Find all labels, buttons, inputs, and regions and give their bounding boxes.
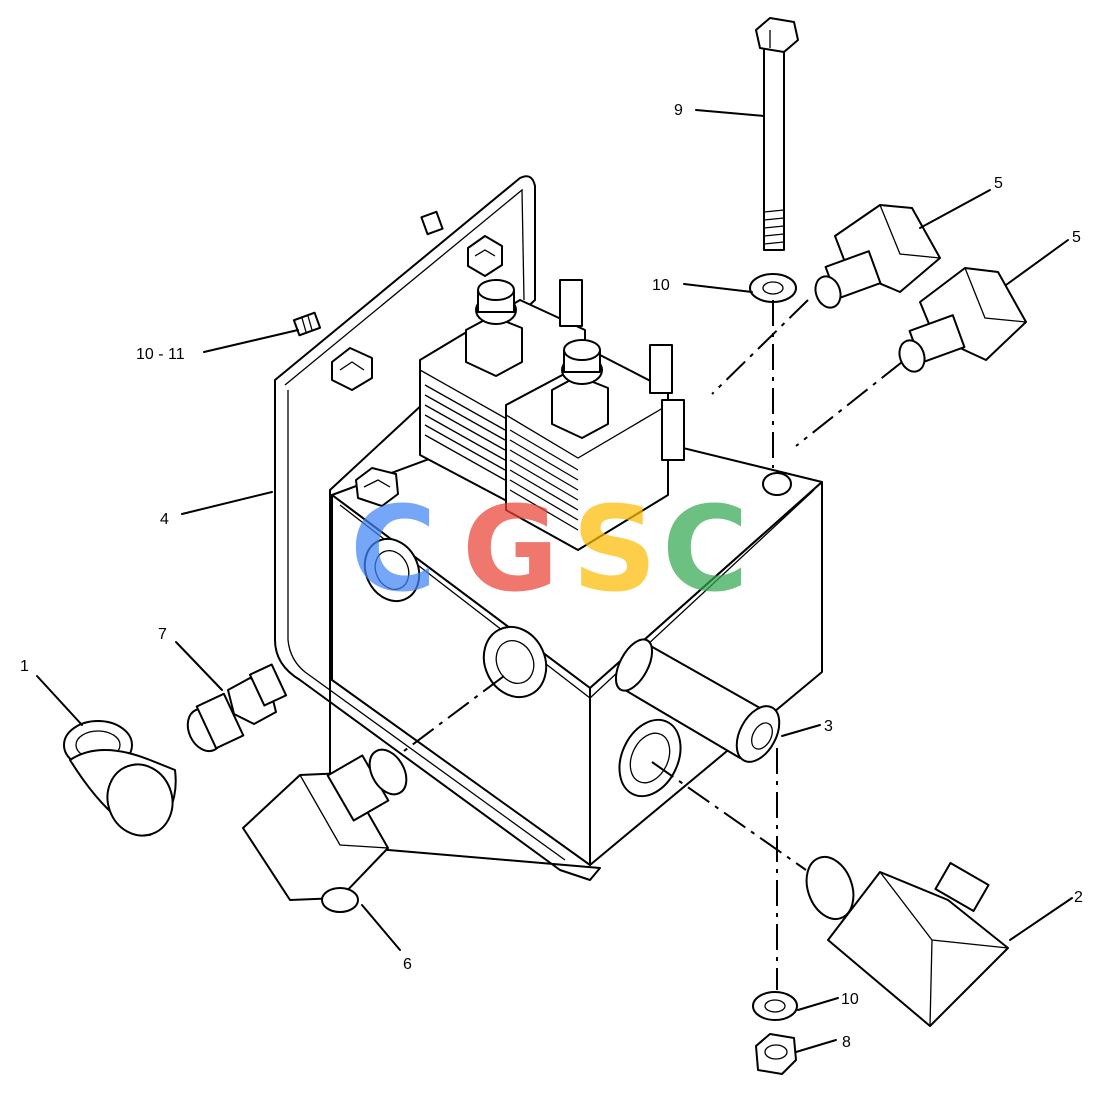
connector-tab-rear <box>559 279 583 327</box>
dust-cap <box>63 720 177 837</box>
callout-labels: 1 2 3 4 5 5 6 7 8 9 10 10 10 - 11 <box>20 102 1083 1051</box>
plate-stud-left <box>292 311 322 337</box>
connector-plug-right <box>805 856 1009 1027</box>
watermark-letter-g: G <box>462 480 559 618</box>
callout-5-lower: 5 <box>1072 229 1081 246</box>
body-port-top-left <box>363 537 421 603</box>
elbow-connector-upper <box>814 204 941 309</box>
long-bolt <box>755 17 799 251</box>
callout-4: 4 <box>160 511 169 528</box>
callout-2: 2 <box>1074 889 1083 906</box>
plate-stud-top <box>420 210 444 236</box>
connector-tab-front <box>649 344 685 461</box>
watermark-letter-c1: C <box>350 480 437 618</box>
cgsc-watermark: C G S C <box>350 480 749 618</box>
washer-top <box>749 273 797 303</box>
callout-10-top: 10 <box>652 277 670 294</box>
adapter-fitting <box>186 663 288 753</box>
watermark-letter-c2: C <box>662 480 749 618</box>
callout-7: 7 <box>158 626 167 643</box>
solenoid-stack-front <box>505 339 685 551</box>
callout-6: 6 <box>403 956 412 973</box>
callout-8: 8 <box>842 1034 851 1051</box>
assembly-lines <box>399 299 903 990</box>
solenoid-nut-rear <box>465 279 523 377</box>
leader-lines <box>36 109 1073 1053</box>
body-port-side <box>618 718 682 798</box>
callout-10-11: 10 - 11 <box>136 346 185 363</box>
callout-10-bottom: 10 <box>841 991 859 1008</box>
hex-nut <box>755 1033 797 1075</box>
relief-cartridge <box>614 638 781 763</box>
callout-5-upper: 5 <box>994 175 1003 192</box>
elbow-connector-lower <box>898 267 1027 373</box>
plate-bolt-upper <box>467 235 503 277</box>
solenoid-nut-front <box>551 339 609 439</box>
washer-bottom <box>752 991 798 1021</box>
plate-bolt-lower <box>331 347 373 391</box>
connector-plug-left <box>242 748 408 913</box>
callout-1: 1 <box>20 658 29 675</box>
valve-body <box>331 414 823 866</box>
callout-9: 9 <box>674 102 683 119</box>
watermark-letter-s: S <box>572 480 657 618</box>
mounting-plate <box>274 175 601 881</box>
body-top-bolt <box>355 467 399 507</box>
callout-3: 3 <box>824 718 833 735</box>
